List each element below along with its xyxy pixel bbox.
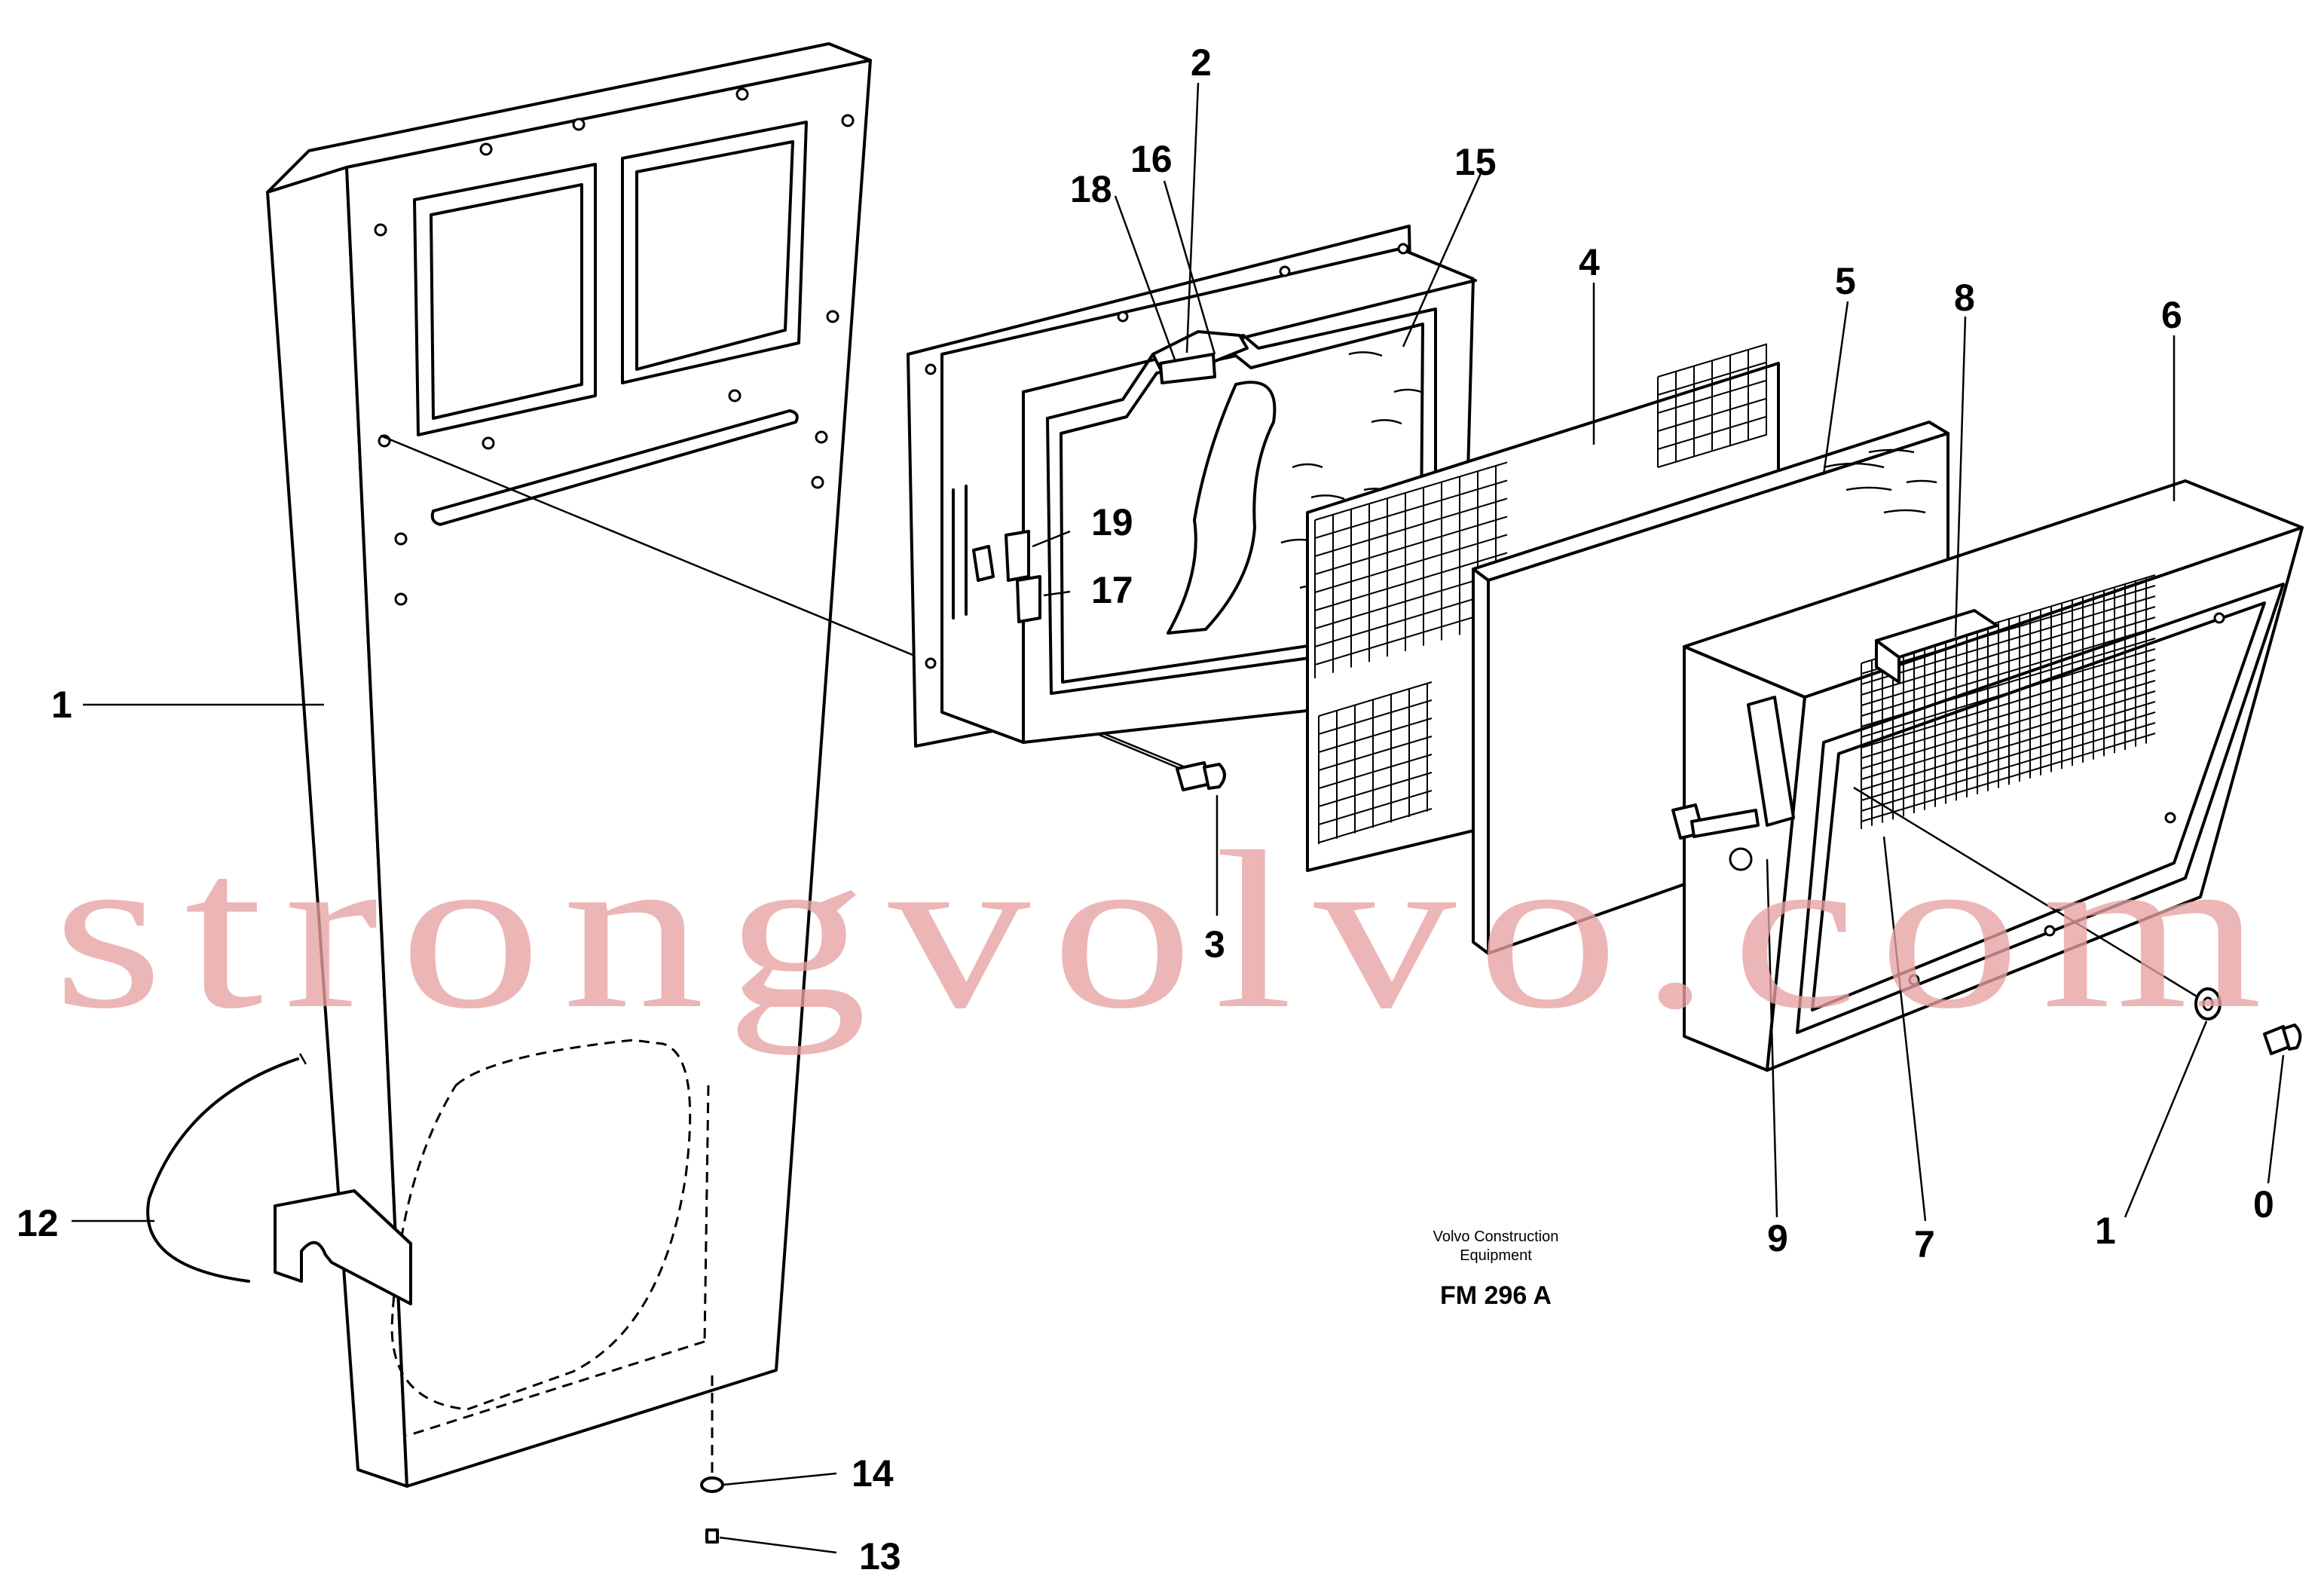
bolt-3 bbox=[1176, 761, 1226, 791]
housing bbox=[1671, 479, 2304, 1072]
drawing-code: FM 296 A bbox=[1440, 1281, 1552, 1310]
callout-5: 5 bbox=[1835, 260, 1856, 302]
callout-17: 17 bbox=[1091, 569, 1133, 611]
callout-19: 19 bbox=[1091, 501, 1133, 543]
callout-1: 1 bbox=[51, 684, 72, 726]
callout-3: 3 bbox=[1204, 923, 1225, 965]
caption-line-1: Volvo Construction bbox=[1433, 1228, 1559, 1245]
washer-and-bolt bbox=[2194, 987, 2302, 1055]
washer-and-screw bbox=[700, 1375, 724, 1544]
callout-15: 15 bbox=[1454, 141, 1497, 183]
callout-12: 12 bbox=[17, 1202, 59, 1244]
callout-4: 4 bbox=[1579, 241, 1600, 283]
callout-16: 16 bbox=[1130, 138, 1173, 180]
callout-6: 6 bbox=[2161, 294, 2182, 336]
panel-holes bbox=[374, 87, 855, 606]
leader-lines bbox=[72, 82, 2285, 1554]
door-panel bbox=[146, 42, 872, 1488]
callout-7: 7 bbox=[1914, 1223, 1935, 1265]
caption-line-2: Equipment bbox=[1460, 1247, 1532, 1264]
callout-10: 0 bbox=[2253, 1183, 2274, 1225]
callout-2: 2 bbox=[1191, 41, 1212, 84]
watermark: strongvolvo.com bbox=[53, 805, 2283, 1056]
callout-9: 9 bbox=[1767, 1217, 1788, 1259]
drawing-caption: Volvo Construction Equipment FM 296 A bbox=[1433, 1228, 1559, 1310]
callout-8: 8 bbox=[1954, 277, 1975, 319]
callouts: 1 2 3 4 5 6 7 8 9 0 1 12 13 14 15 16 17 … bbox=[17, 41, 2274, 1577]
callout-11: 1 bbox=[2095, 1210, 2116, 1252]
callout-14: 14 bbox=[852, 1452, 894, 1495]
callout-18: 18 bbox=[1070, 168, 1112, 210]
callout-13: 13 bbox=[859, 1535, 901, 1577]
